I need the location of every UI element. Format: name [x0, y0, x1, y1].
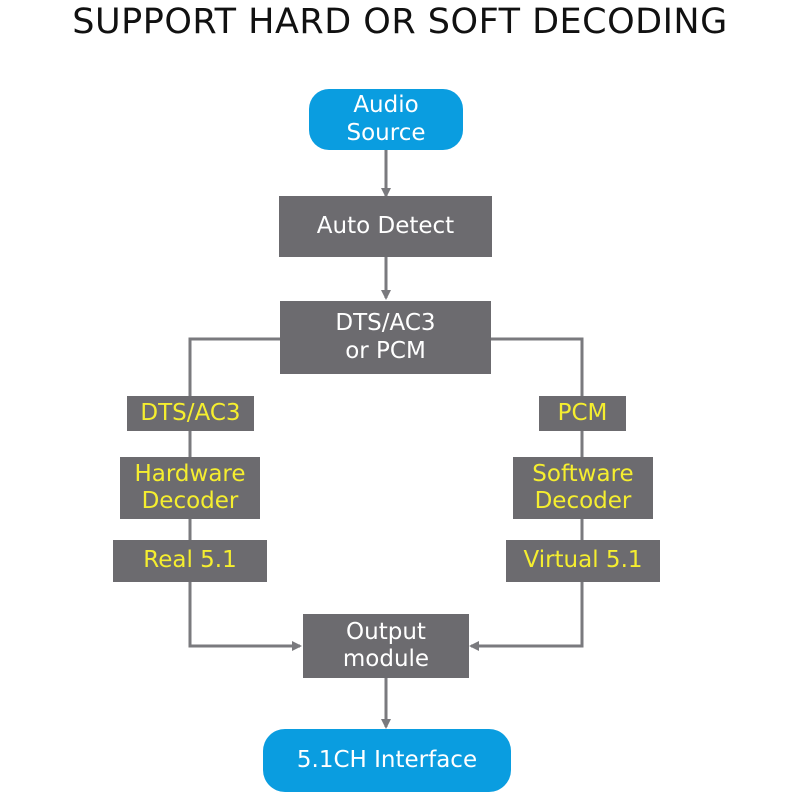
- node-real-5-1: Real 5.1: [113, 540, 267, 582]
- connector-format-to-dts: [188, 337, 280, 396]
- node-pcm-label: PCM: [557, 399, 608, 426]
- node-audio-source-line2: Source: [346, 119, 426, 146]
- node-software-decoder: Software Decoder: [513, 457, 653, 519]
- node-real-5-1-label: Real 5.1: [143, 547, 237, 574]
- node-dts-ac3-label: DTS/AC3: [140, 399, 241, 426]
- node-audio-source: Audio Source: [309, 89, 463, 150]
- node-dts-ac3: DTS/AC3: [127, 396, 254, 431]
- node-output-module: Output module: [303, 614, 469, 678]
- connector-format-to-pcm: [490, 337, 584, 396]
- node-5-1ch-interface-label: 5.1CH Interface: [296, 746, 478, 773]
- node-virtual-5-1: Virtual 5.1: [506, 540, 660, 582]
- node-format-split-line1: DTS/AC3: [335, 310, 436, 337]
- node-audio-source-line1: Audio: [353, 92, 419, 119]
- node-virtual-5-1-label: Virtual 5.1: [523, 547, 643, 574]
- diagram-title: SUPPORT HARD OR SOFT DECODING: [72, 2, 728, 42]
- node-output-module-line2: module: [342, 646, 430, 672]
- node-hardware-decoder-line2: Decoder: [141, 488, 239, 514]
- node-format-split-line2: or PCM: [345, 337, 426, 364]
- node-5-1ch-interface: 5.1CH Interface: [263, 729, 511, 792]
- node-format-split: DTS/AC3 or PCM: [280, 301, 491, 374]
- node-auto-detect-label: Auto Detect: [316, 212, 455, 239]
- node-output-module-line1: Output: [346, 618, 426, 645]
- connector-virtual-to-output: [469, 582, 584, 651]
- node-hardware-decoder-line1: Hardware: [134, 460, 246, 487]
- node-pcm: PCM: [539, 396, 626, 431]
- node-software-decoder-line2: Decoder: [534, 488, 632, 514]
- node-auto-detect: Auto Detect: [279, 196, 492, 257]
- node-software-decoder-line1: Software: [532, 460, 634, 487]
- connector-real-to-output: [188, 582, 302, 651]
- node-hardware-decoder: Hardware Decoder: [120, 457, 260, 519]
